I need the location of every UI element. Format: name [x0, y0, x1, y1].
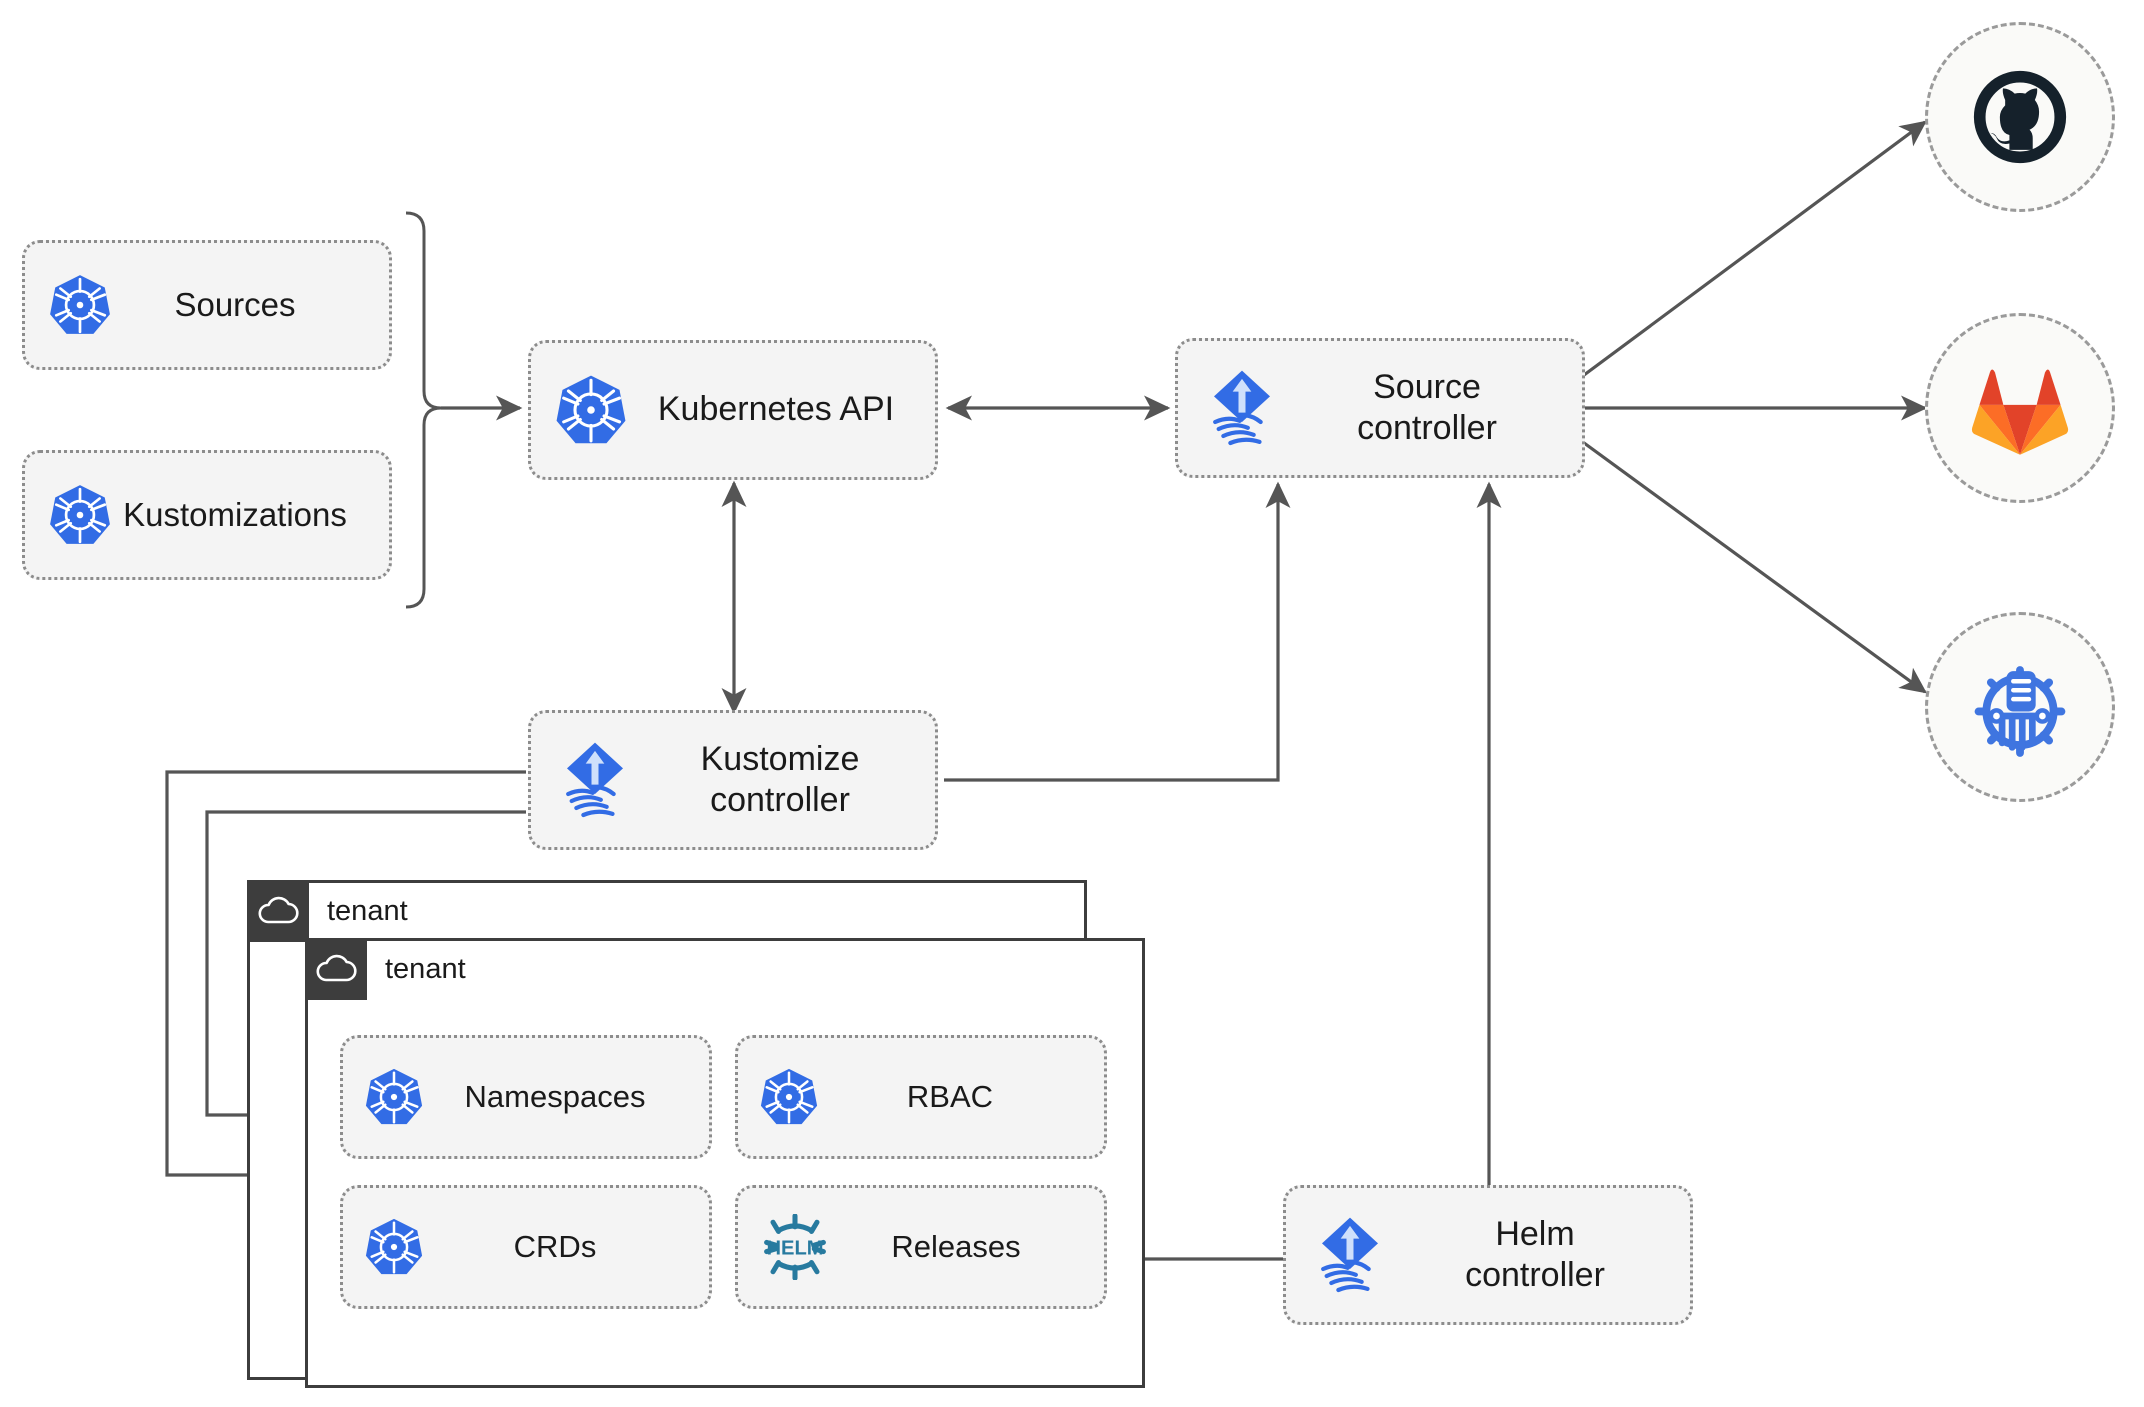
- provider-circle-helm-repository[interactable]: [1925, 612, 2115, 802]
- flux-icon: [553, 738, 637, 822]
- tenant-header: tenant: [247, 880, 408, 942]
- cloud-icon: [305, 938, 367, 1000]
- tenant-container-front[interactable]: tenant: [305, 938, 1145, 1388]
- controller-box-kustomize-controller[interactable]: Kustomize controller: [528, 710, 938, 850]
- tenant-resource-rbac[interactable]: RBAC: [735, 1035, 1107, 1159]
- resource-box-sources[interactable]: Sources: [22, 240, 392, 370]
- wire-kustomize-tenant-back: [165, 770, 526, 1188]
- kubernetes-icon: [553, 372, 629, 448]
- controller-label: Kubernetes API: [657, 390, 895, 429]
- tenant-header: tenant: [305, 938, 466, 1000]
- svg-text:HELM: HELM: [766, 1237, 823, 1259]
- kubernetes-icon: [363, 1216, 425, 1278]
- controller-label: Source controller: [1357, 367, 1497, 447]
- gitlab-icon: [1971, 369, 2069, 455]
- controller-label: Kustomize controller: [700, 739, 860, 819]
- kubernetes-icon: [47, 272, 113, 338]
- helm-repository-icon: [1974, 666, 2066, 757]
- github-icon: [1973, 70, 2067, 164]
- kubernetes-icon: [758, 1066, 820, 1128]
- cloud-icon: [247, 880, 309, 942]
- tenant-resource-crds[interactable]: CRDs: [340, 1185, 712, 1309]
- provider-circle-gitlab[interactable]: [1925, 313, 2115, 503]
- tenant-label: tenant: [385, 953, 466, 985]
- controller-box-kubernetes-api[interactable]: Kubernetes API: [528, 340, 938, 480]
- kubernetes-icon: [47, 482, 113, 548]
- resource-label: Kustomizations: [123, 495, 347, 533]
- tenant-resource-label: CRDs: [513, 1229, 597, 1265]
- tenant-resource-label: Namespaces: [464, 1079, 646, 1115]
- controller-box-source-controller[interactable]: Source controller: [1175, 338, 1585, 478]
- provider-circle-github[interactable]: [1925, 22, 2115, 212]
- wire-brace: [405, 211, 442, 609]
- helm-icon: HELM: [758, 1214, 832, 1280]
- wire-source-github: [1579, 120, 1927, 380]
- tenant-resource-label: RBAC: [906, 1079, 994, 1115]
- flux-icon: [1308, 1213, 1392, 1297]
- tenant-label: tenant: [327, 895, 408, 927]
- kubernetes-icon: [363, 1066, 425, 1128]
- controller-label: Helm controller: [1465, 1214, 1605, 1294]
- resource-label: Sources: [174, 285, 296, 323]
- wire-kustomize-source: [944, 481, 1291, 782]
- wire-source-helmrepo: [1579, 438, 1927, 694]
- controller-box-helm-controller[interactable]: Helm controller: [1283, 1185, 1693, 1325]
- tenant-resource-namespaces[interactable]: Namespaces: [340, 1035, 712, 1159]
- resource-box-kustomizations[interactable]: Kustomizations: [22, 450, 392, 580]
- tenant-resource-releases[interactable]: HELM Releases: [735, 1185, 1107, 1309]
- tenant-resource-label: Releases: [891, 1229, 1021, 1265]
- flux-icon: [1200, 366, 1284, 450]
